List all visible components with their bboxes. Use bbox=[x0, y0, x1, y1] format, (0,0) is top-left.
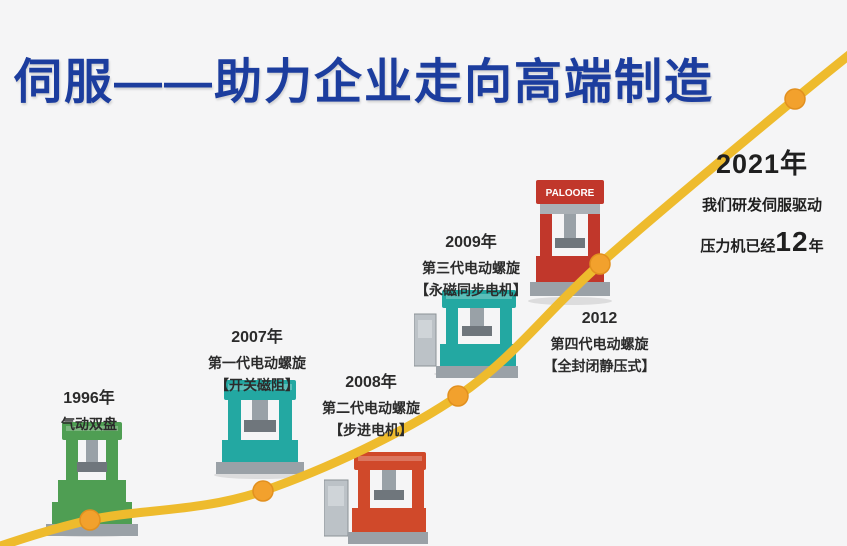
press-body bbox=[52, 422, 132, 524]
crown-highlight bbox=[358, 456, 422, 461]
milestone-year: 2009年 bbox=[445, 234, 497, 251]
milestone-label-1996: 1996年 气动双盘 bbox=[24, 384, 154, 435]
milestone-year: 2008年 bbox=[345, 374, 397, 391]
endpoint-line2-prefix: 压力机已经 bbox=[700, 238, 776, 255]
milestone-description: 第三代电动螺旋 bbox=[422, 260, 520, 276]
press-plinth bbox=[216, 462, 304, 474]
page-title: 伺服——助力企业走向高端制造 bbox=[14, 56, 715, 109]
press-anvil bbox=[374, 490, 404, 500]
press-anvil bbox=[462, 326, 492, 336]
milestone-label-2008: 2008年 第二代电动螺旋 【步进电机】 bbox=[296, 368, 446, 441]
press-ram bbox=[252, 400, 268, 420]
endpoint-years-number: 12 bbox=[775, 226, 809, 257]
endpoint-label-2021: 2021年 我们研发伺服驱动 压力机已经12年 bbox=[682, 142, 842, 258]
press-ram bbox=[86, 440, 98, 462]
endpoint-line2-suffix: 年 bbox=[808, 238, 824, 255]
milestone-description: 第二代电动螺旋 bbox=[322, 400, 420, 416]
milestone-year: 2012 bbox=[581, 310, 618, 327]
press-anvil bbox=[244, 420, 276, 432]
milestone-year: 2007年 bbox=[231, 329, 283, 346]
sub-crown bbox=[540, 204, 600, 214]
press-ram bbox=[382, 470, 396, 490]
press-plinth bbox=[348, 532, 428, 544]
milestone-dot-2007 bbox=[252, 480, 274, 502]
milestone-year: 1996年 bbox=[63, 390, 115, 407]
machine-2009-press-image bbox=[414, 290, 518, 378]
endpoint-description: 我们研发伺服驱动 bbox=[701, 197, 822, 214]
press-plinth bbox=[46, 524, 138, 536]
milestone-subtype: 【永磁同步电机】 bbox=[415, 282, 527, 298]
milestone-description: 气动双盘 bbox=[61, 416, 117, 432]
endpoint-year: 2021年 bbox=[715, 149, 809, 179]
milestone-description: 第四代电动螺旋 bbox=[550, 336, 649, 352]
cabinet-panel bbox=[418, 320, 432, 338]
press-ram bbox=[564, 214, 576, 238]
machine-brand-label: PALOORE bbox=[546, 188, 595, 199]
endpoint-years-count-line: 压力机已经12年 bbox=[682, 226, 842, 258]
press-anvil bbox=[555, 238, 585, 248]
milestone-label-2009: 2009年 第三代电动螺旋 【永磁同步电机】 bbox=[396, 228, 546, 301]
cabinet-panel bbox=[328, 486, 344, 506]
press-ram bbox=[470, 308, 484, 326]
press-plinth bbox=[436, 366, 518, 378]
machine-2008-press-image bbox=[324, 452, 428, 544]
press-anvil bbox=[77, 462, 107, 472]
milestone-subtype: 【步进电机】 bbox=[329, 422, 413, 438]
machine-1996-press-image bbox=[46, 422, 138, 537]
milestone-subtype: 【全封闭静压式】 bbox=[543, 358, 656, 374]
milestone-dot-2021 bbox=[784, 88, 806, 110]
milestone-dot-2008 bbox=[447, 385, 469, 407]
milestone-label-2012: 2012 第四代电动螺旋 【全封闭静压式】 bbox=[522, 310, 677, 377]
